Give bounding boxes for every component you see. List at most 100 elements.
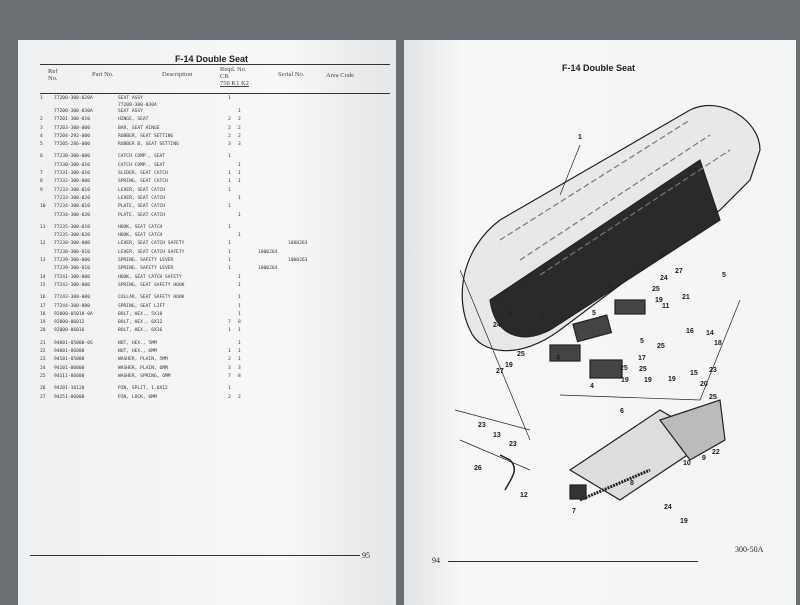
- catch-spring: [579, 468, 651, 502]
- part-number: 77243-300-000: [54, 295, 90, 301]
- part-number: 77203-300-000: [54, 125, 90, 131]
- qty-k2: 1: [238, 311, 241, 317]
- seat-pleats: [499, 119, 731, 276]
- ref-cell: 24: [40, 365, 46, 371]
- description: SPRING, SEAT CATCH: [118, 179, 168, 185]
- description: HOOK, SEAT CATCH SAFETY: [118, 274, 182, 280]
- left-page-number: 95: [362, 551, 370, 560]
- part-number: 94101-05000: [54, 357, 85, 363]
- qty-k1: 1: [228, 258, 231, 264]
- description: PLATE, SEAT CATCH: [118, 212, 166, 218]
- description: RUBBER, SEAT SETTING: [118, 133, 174, 139]
- header-serial: Serial No.: [278, 71, 305, 78]
- callout-5: 5: [640, 338, 644, 345]
- description: WASHER, PLAIN, 6MM: [118, 365, 168, 371]
- part-number: 77204-292-000: [54, 133, 90, 139]
- callout-26: 26: [474, 465, 482, 472]
- part-number: 77234-300-010: [54, 204, 90, 210]
- header-ref: Ref No.: [48, 68, 58, 82]
- qty-k2: 1: [238, 349, 241, 355]
- ref-cell: 17: [40, 303, 46, 309]
- ref-cell: 19: [40, 320, 46, 326]
- callout-15: 15: [690, 370, 698, 377]
- description: RUBBER B, SEAT SETTING: [118, 142, 179, 148]
- callout-23: 23: [478, 422, 486, 429]
- callout-3: 3: [540, 314, 544, 321]
- qty-k1: 1: [228, 266, 231, 272]
- description: SPRING, SEAT SAFETY HOOK: [118, 282, 185, 288]
- callout-2: 2: [660, 252, 664, 259]
- right-footer-rule: [448, 561, 698, 562]
- description: BOLT, HEX., 6X16: [118, 328, 163, 334]
- qty-k1: 1: [228, 96, 231, 101]
- callout-8: 8: [630, 480, 634, 487]
- right-page-title: F-14 Double Seat: [562, 63, 636, 73]
- qty-k2: 3: [238, 365, 241, 371]
- ref-cell: 22: [40, 349, 46, 355]
- qty-k1: 1: [228, 386, 231, 392]
- catch-slider: [569, 484, 587, 500]
- callout-16: 16: [686, 328, 694, 335]
- callout-25: 25: [639, 366, 647, 373]
- description: COLLAR, SEAT SAFETY HOOK: [118, 295, 185, 301]
- qty-k2: 1: [238, 274, 241, 280]
- qty-k2: 1: [238, 195, 241, 201]
- ref-cell: 4: [40, 133, 43, 139]
- ref-cell: 8: [40, 179, 43, 185]
- part-number: 94201-16120: [54, 386, 85, 392]
- qty-k1: 7: [228, 320, 231, 326]
- callout-25: 25: [709, 394, 717, 401]
- ref-cell: 11: [40, 224, 46, 230]
- part-number: 94001-05000-0S: [54, 340, 93, 346]
- part-number: 77230-300-000: [54, 154, 90, 160]
- description: SEAT ASSY: [118, 96, 143, 101]
- seat-side: [489, 159, 721, 338]
- header-model: CB: [220, 73, 229, 80]
- part-number: 77230-300-010: [54, 162, 90, 168]
- qty-k2: 1: [238, 109, 241, 114]
- qty-k1: 2: [228, 394, 231, 400]
- callout-9: 9: [702, 455, 706, 462]
- description: SLIDER, SEAT CATCH: [118, 171, 168, 177]
- callout-25: 25: [652, 286, 660, 293]
- callout-11: 11: [662, 303, 670, 310]
- callout-12: 12: [520, 492, 528, 499]
- part-number: 92000-06012: [54, 320, 85, 326]
- ref-cell: 21: [40, 340, 46, 346]
- ref-cell: 25: [40, 373, 46, 379]
- part-number: 77238-300-010: [54, 249, 90, 255]
- callout-27: 27: [496, 368, 504, 375]
- part-number: 77242-300-000: [54, 282, 90, 288]
- description: HOOK, SEAT CATCH: [118, 233, 163, 239]
- rubber-block: [614, 299, 646, 315]
- part-number: 77235-300-010: [54, 224, 90, 230]
- table-row: 15 77242-300-000 SPRING, SEAT SAFETY HOOK 1: [40, 283, 370, 291]
- callout-19: 19: [621, 377, 629, 384]
- qty-k2: 3: [238, 142, 241, 148]
- ref-cell: 3: [40, 125, 43, 131]
- qty-k2: 1: [238, 282, 241, 288]
- qty-k1: 1: [228, 187, 231, 193]
- qty-k2: 1: [238, 295, 241, 301]
- table-row: 16 77243-300-000 COLLAR, SEAT SAFETY HOOK 1: [40, 295, 370, 303]
- description: PLATE, SEAT CATCH: [118, 204, 166, 210]
- description: BOLT, HEX., 6X12: [118, 320, 163, 326]
- description: WASHER, SPRING, 6MM: [118, 373, 171, 379]
- qty-k2: 1: [238, 303, 241, 309]
- part-number: 77201-300-010: [54, 117, 90, 123]
- ref-cell: 16: [40, 295, 46, 301]
- parts-table-header: Ref No. Part No. Description Reqd. No. C…: [40, 64, 390, 94]
- ref-cell: 15: [40, 282, 46, 288]
